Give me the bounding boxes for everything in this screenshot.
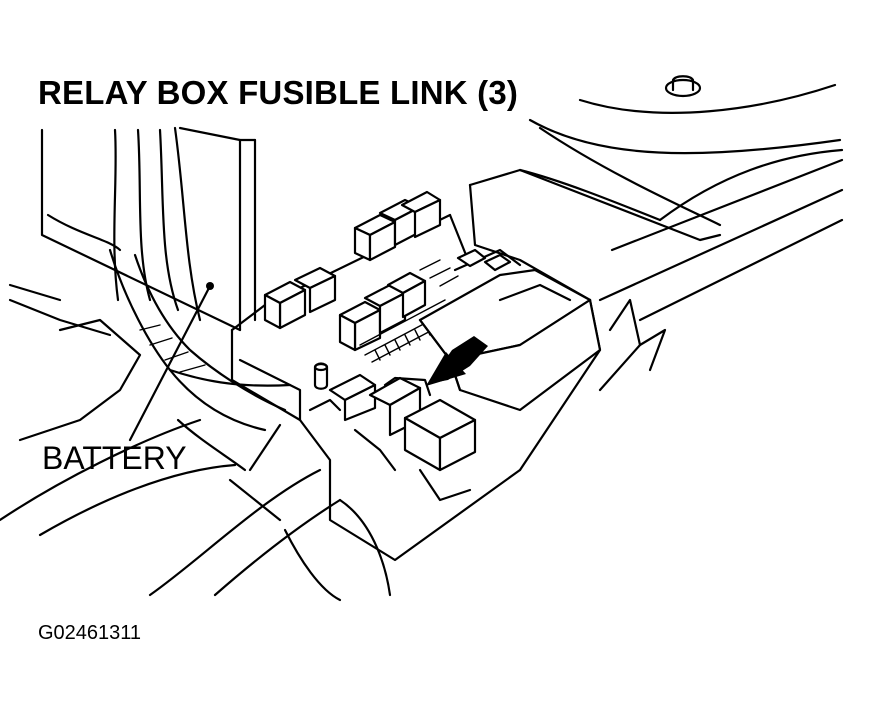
battery-label: BATTERY (42, 440, 187, 476)
fender-outline (528, 83, 844, 322)
bolt-icon (664, 75, 702, 98)
relay-box-icon (230, 168, 722, 562)
battery-leader-lines (128, 284, 282, 472)
lower-housing (148, 468, 392, 602)
figure-code: G02461311 (38, 622, 142, 644)
diagram-title: RELAY BOX FUSIBLE LINK (3) (38, 74, 519, 111)
arrow-icon (426, 336, 488, 386)
battery-icon (8, 126, 257, 337)
wire-harness (0, 126, 292, 537)
